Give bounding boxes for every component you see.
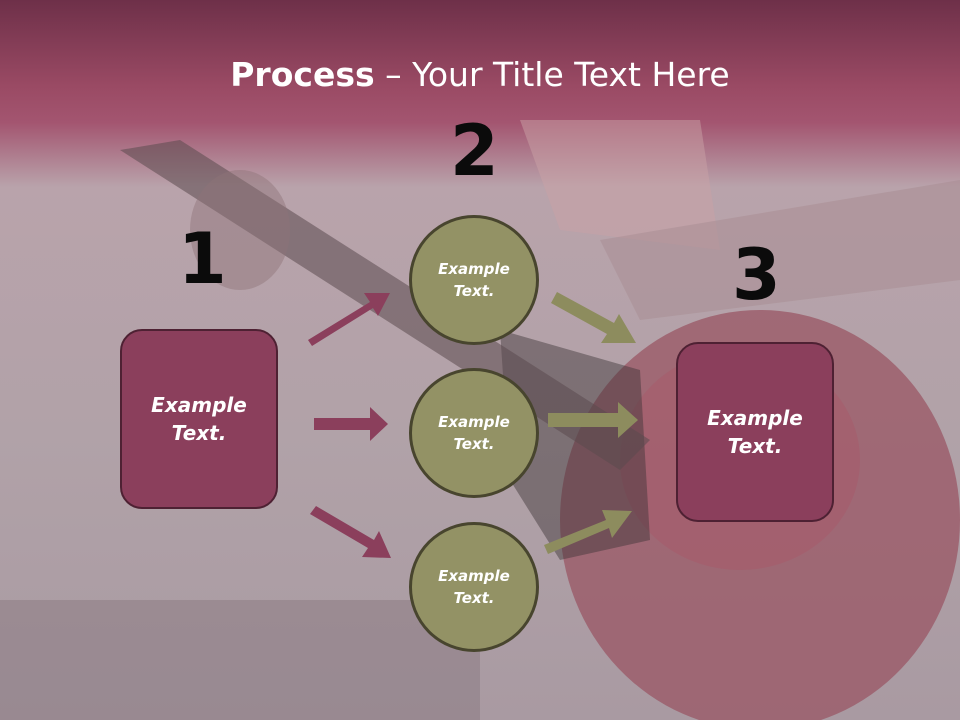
step-3-line1: Example	[707, 406, 803, 430]
circle-top-line1: Example	[438, 259, 510, 278]
step-number-3: 3	[732, 234, 781, 316]
circle-middle-line2: Text.	[453, 435, 495, 453]
title-rest: – Your Title Text Here	[374, 55, 730, 94]
arrow-up-right	[551, 292, 636, 343]
circle-bottom-line2: Text.	[453, 589, 495, 607]
arrow-up-left	[308, 293, 390, 346]
arrow-down-left	[310, 506, 391, 558]
step-number-1: 1	[178, 218, 227, 300]
arrow-mid-right	[548, 402, 638, 438]
circle-top-line2: Text.	[453, 282, 495, 300]
circle-middle-line1: Example	[438, 412, 510, 431]
circle-bottom-line1: Example	[438, 566, 510, 585]
step-1-line2: Text.	[171, 421, 227, 445]
arrow-down-right	[544, 510, 632, 554]
arrow-mid-left	[314, 407, 388, 441]
title-bold: Process	[230, 55, 375, 94]
step-1-line1: Example	[151, 393, 247, 417]
step-number-2: 2	[450, 110, 499, 192]
slide-title: Process – Your Title Text Here	[0, 55, 960, 94]
step-3-line2: Text.	[727, 434, 783, 458]
